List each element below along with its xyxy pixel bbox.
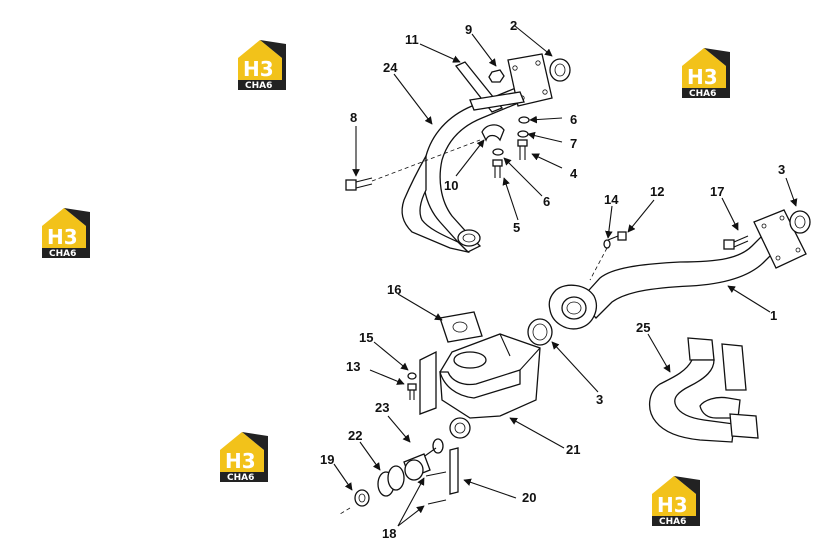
callout-6-upper: 6	[570, 112, 577, 127]
pins-18	[425, 471, 447, 505]
callout-17: 17	[710, 184, 724, 199]
washer-14	[589, 239, 611, 281]
logo-text: H3	[243, 57, 274, 81]
callout-3-center: 3	[596, 392, 603, 407]
bolt-8	[345, 139, 481, 191]
callout-9: 9	[465, 22, 472, 37]
callout-6-lower: 6	[543, 194, 550, 209]
logo-subtext: CHA6	[245, 81, 272, 91]
watermark-logo-4: H3 CHA6	[220, 432, 268, 483]
logo-text: H3	[225, 449, 256, 473]
watermark-logo-3: H3 CHA6	[42, 208, 90, 259]
flange-left-pipe-1	[548, 284, 597, 330]
clamp-10	[481, 124, 505, 142]
elbow-pipe-25	[649, 337, 759, 443]
watermark-logo-2: H3 CHA6	[682, 48, 730, 99]
callout-7: 7	[570, 136, 577, 151]
callout-14: 14	[604, 192, 619, 207]
callout-25: 25	[636, 320, 650, 335]
bolt-5	[492, 159, 503, 178]
gasket-ring-3-right	[789, 210, 811, 234]
lockwasher-7	[517, 130, 529, 138]
logo-subtext: CHA6	[227, 473, 254, 483]
logo-text: H3	[687, 65, 718, 89]
exhaust-pipe-24	[401, 77, 546, 254]
washer-15	[407, 372, 417, 380]
callout-12: 12	[650, 184, 664, 199]
valve-23	[403, 438, 444, 481]
callout-23: 23	[375, 400, 389, 415]
logo-subtext: CHA6	[659, 517, 686, 527]
leader-lines	[333, 25, 798, 527]
callout-18: 18	[382, 526, 396, 541]
flange-plate-right	[753, 209, 807, 269]
logo-subtext: CHA6	[49, 249, 76, 259]
callout-11: 11	[405, 32, 419, 47]
callout-8: 8	[350, 110, 357, 125]
gasket-ring-3-center	[527, 318, 553, 346]
callout-16: 16	[387, 282, 401, 297]
nut-9	[488, 69, 505, 83]
callout-22: 22	[348, 428, 362, 443]
gasket-plate-bracket	[419, 350, 437, 415]
gasket-ring-2	[549, 58, 571, 82]
exhaust-pipe-1	[579, 220, 787, 319]
watermark-logo-5: H3 CHA6	[652, 476, 700, 527]
spring-22	[377, 465, 405, 497]
bolt-17	[723, 235, 749, 250]
watermark-logo-1: H3 CHA6	[238, 40, 286, 91]
callout-3-right: 3	[778, 162, 785, 177]
callout-13: 13	[346, 359, 360, 374]
callout-20: 20	[522, 490, 536, 505]
retainer-19	[339, 489, 370, 515]
bolt-4	[517, 139, 528, 160]
callout-5: 5	[513, 220, 520, 235]
callout-19: 19	[320, 452, 334, 467]
logo-text: H3	[47, 225, 78, 249]
bracket-11	[454, 61, 525, 113]
callout-10: 10	[444, 178, 458, 193]
callout-labels: 1 2 3 3 4 5 6 6 7 8 9 10 11 12 13 14 15 …	[320, 18, 785, 541]
bolt-13	[407, 383, 417, 400]
washer-6-lower	[492, 148, 504, 156]
callout-2: 2	[510, 18, 517, 33]
washer-6-upper	[518, 116, 530, 124]
callout-1: 1	[770, 308, 777, 323]
callout-15: 15	[359, 330, 373, 345]
bolt-12	[607, 231, 627, 241]
callout-24: 24	[383, 60, 398, 75]
logo-text: H3	[657, 493, 688, 517]
gasket-16	[439, 311, 483, 343]
shaft-20	[449, 447, 459, 495]
logo-subtext: CHA6	[689, 89, 716, 99]
callout-21: 21	[566, 442, 580, 457]
callout-4: 4	[570, 166, 578, 181]
manifold-21	[439, 333, 541, 439]
